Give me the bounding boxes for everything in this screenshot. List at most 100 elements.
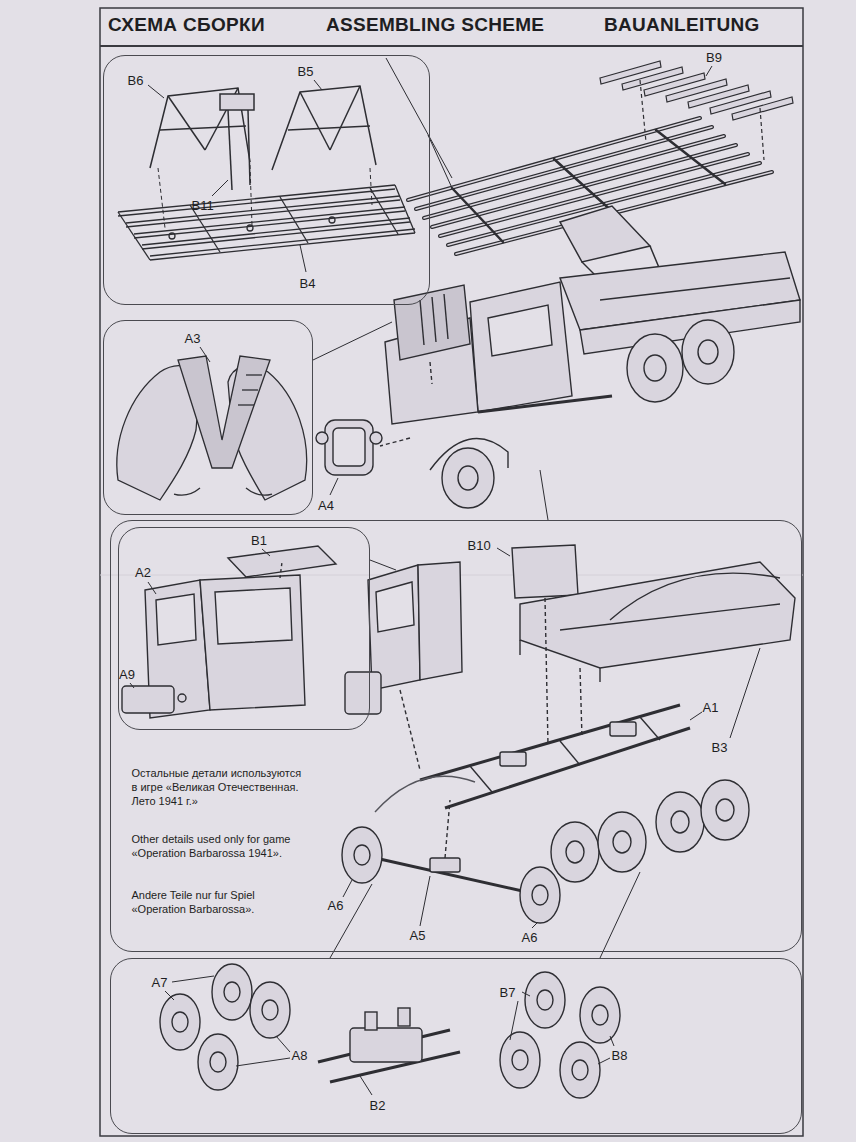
callout-number: B11	[192, 198, 214, 213]
leader-line	[130, 549, 396, 688]
leader-line	[598, 1058, 610, 1064]
chassis-assembly	[345, 672, 381, 714]
wheel-parts	[212, 964, 252, 1020]
leader-line	[148, 58, 452, 272]
launcher-rails	[408, 118, 772, 280]
rocket-piece	[760, 108, 764, 160]
inset-panel: B1A2A9	[118, 527, 370, 730]
launcher-frame	[330, 86, 360, 150]
chassis-assembly	[520, 867, 560, 923]
rail-grid	[395, 185, 415, 233]
truck-body	[600, 278, 790, 300]
chassis-assembly	[445, 800, 450, 858]
cab-parts	[122, 546, 336, 718]
chassis-assembly	[566, 841, 584, 863]
truck-body	[432, 297, 436, 342]
note-text: Andere Teile nur fur Spiel «Operation Ba…	[132, 888, 292, 916]
leader-line	[540, 470, 548, 520]
callout-number: A6	[522, 930, 538, 945]
truck-body	[488, 305, 552, 356]
chassis-assembly	[610, 573, 780, 620]
wheel-parts	[580, 987, 620, 1043]
launcher-frame	[158, 168, 165, 228]
hands-folding	[246, 488, 272, 495]
note-text: Other details used only for game «Operat…	[132, 832, 292, 860]
sheet-frame	[100, 8, 803, 1136]
truck-body	[644, 355, 666, 381]
chassis-assembly	[580, 668, 582, 738]
chassis-assembly	[551, 822, 599, 882]
rail-grid	[150, 233, 415, 260]
callout-number: B5	[298, 64, 314, 79]
cab-parts	[122, 686, 174, 713]
launcher-frame	[250, 165, 252, 225]
leader-line	[360, 1076, 372, 1095]
leader-line	[165, 991, 174, 1000]
truck-body	[470, 282, 572, 412]
wheel-parts	[525, 972, 565, 1028]
launcher-frame	[272, 86, 376, 170]
leader-line	[330, 478, 338, 495]
rail-grid	[370, 188, 398, 234]
cab-parts	[156, 594, 196, 645]
hands-folding	[238, 404, 254, 405]
callout-number: A8	[292, 1048, 308, 1063]
wheel-parts	[160, 994, 200, 1050]
chassis-assembly	[512, 545, 578, 598]
leader-line	[343, 880, 352, 897]
callout-number: B7	[500, 985, 516, 1000]
leader-line	[532, 922, 538, 928]
wheel-parts	[198, 1034, 238, 1090]
truck-body	[316, 432, 328, 444]
callout-number: A2	[135, 565, 151, 580]
note-text: Остальные детали используются в игре «Ве…	[132, 766, 307, 808]
chassis-assembly	[362, 855, 540, 895]
leader-line	[130, 683, 134, 688]
wheel-parts	[500, 1032, 540, 1088]
leader-line	[300, 245, 306, 272]
chassis-assembly	[613, 831, 631, 853]
callout-number: B10	[468, 538, 491, 553]
rail-grid	[247, 225, 253, 231]
leader-line	[262, 549, 270, 556]
wheel-parts	[250, 982, 290, 1038]
chassis-assembly	[640, 717, 660, 740]
chassis-assembly	[560, 741, 580, 765]
sheet-frame	[100, 45, 803, 47]
leader-line	[730, 648, 760, 738]
hands-folding	[246, 374, 262, 375]
wheel-parts	[160, 964, 620, 1098]
leader-line	[212, 180, 228, 196]
launcher-frame	[248, 110, 250, 185]
chassis-assembly	[470, 766, 492, 792]
truck-body	[682, 320, 734, 384]
chassis-assembly	[716, 799, 734, 821]
truck-body	[442, 448, 494, 508]
truck-body	[333, 428, 365, 466]
wheel-parts	[560, 1042, 600, 1098]
callout-number: A3	[185, 331, 201, 346]
chassis-assembly	[520, 562, 795, 668]
leader-line	[706, 66, 712, 76]
launcher-rails	[554, 159, 614, 213]
launcher-frame	[150, 86, 376, 228]
cab-parts	[228, 546, 336, 577]
leader-line	[386, 58, 452, 178]
chassis-assembly	[418, 562, 462, 680]
rail-grid	[118, 212, 150, 260]
truck-body	[698, 340, 718, 364]
wheel-parts	[350, 1028, 422, 1062]
launcher-frame	[160, 126, 246, 130]
sheet-title: ASSEMBLING SCHEME	[326, 14, 544, 36]
leader-line	[610, 1036, 614, 1046]
wheel-parts	[365, 1012, 377, 1030]
chassis-assembly	[400, 690, 420, 770]
rail-grid	[169, 233, 175, 239]
truck-body	[458, 466, 478, 490]
callout-number: A7	[152, 975, 168, 990]
cab-parts	[200, 575, 305, 710]
truck-body	[444, 294, 448, 339]
